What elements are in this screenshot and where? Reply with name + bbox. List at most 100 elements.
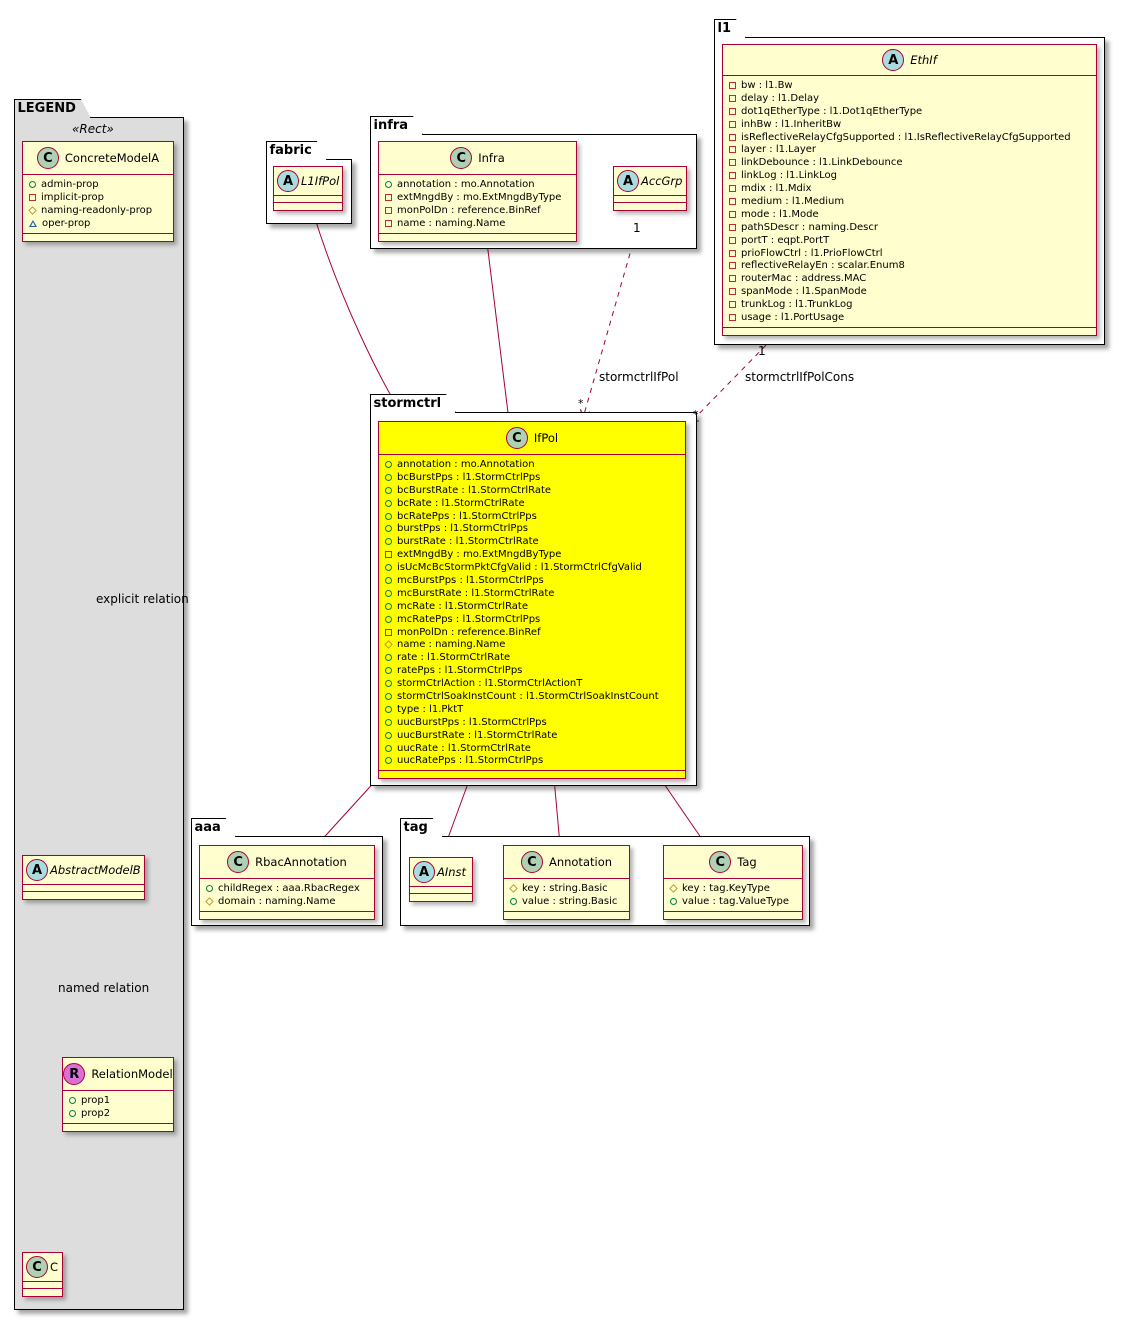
public-visibility-icon bbox=[670, 897, 677, 905]
attribute-text: domain : naming.Name bbox=[218, 895, 336, 907]
attribute-text: bcRate : l1.StormCtrlRate bbox=[397, 497, 525, 509]
class-name: EthIf bbox=[910, 53, 937, 67]
attribute-row: stormCtrlSoakInstCount : l1.StormCtrlSoa… bbox=[385, 690, 681, 703]
private-visibility-icon bbox=[729, 94, 736, 102]
private-visibility-icon bbox=[729, 185, 736, 193]
package-label: stormctrl bbox=[370, 394, 457, 413]
attribute-list bbox=[23, 885, 144, 892]
private-visibility-icon bbox=[729, 262, 736, 270]
class-name: AccGrp bbox=[641, 174, 683, 188]
attribute-row: delay : l1.Delay bbox=[729, 92, 1092, 105]
abstract-class-icon: A bbox=[277, 170, 299, 192]
private-visibility-icon bbox=[385, 551, 392, 559]
attribute-row: oper-prop bbox=[29, 217, 169, 230]
attribute-row: mcRatePps : l1.StormCtrlPps bbox=[385, 613, 681, 626]
attribute-text: uucBurstRate : l1.StormCtrlRate bbox=[397, 729, 558, 741]
attribute-row: name : naming.Name bbox=[385, 217, 572, 230]
attribute-row: pathSDescr : naming.Descr bbox=[729, 221, 1092, 234]
private-visibility-icon bbox=[729, 133, 736, 141]
attribute-row: uucBurstPps : l1.StormCtrlPps bbox=[385, 716, 681, 729]
attribute-text: stormCtrlSoakInstCount : l1.StormCtrlSoa… bbox=[397, 690, 659, 702]
attribute-row: monPolDn : reference.BinRef bbox=[385, 204, 572, 217]
public-visibility-icon bbox=[385, 180, 392, 188]
attribute-row: layer : l1.Layer bbox=[729, 143, 1092, 156]
public-visibility-icon bbox=[385, 525, 392, 533]
legend-stereotype: «Rect» bbox=[72, 122, 114, 136]
attribute-text: usage : l1.PortUsage bbox=[741, 311, 845, 323]
attribute-row: annotation : mo.Annotation bbox=[385, 178, 572, 191]
named-relation-label: named relation bbox=[58, 981, 150, 995]
attribute-text: naming-readonly-prop bbox=[41, 204, 153, 216]
attribute-text: inhBw : l1.InheritBw bbox=[741, 118, 842, 130]
public-visibility-icon bbox=[385, 718, 392, 726]
attribute-list bbox=[410, 887, 472, 894]
public-visibility-icon bbox=[385, 576, 392, 584]
attribute-row: burstRate : l1.StormCtrlRate bbox=[385, 535, 681, 548]
attribute-text: uucRate : l1.StormCtrlRate bbox=[397, 742, 531, 754]
public-visibility-icon bbox=[385, 460, 392, 468]
attribute-text: annotation : mo.Annotation bbox=[397, 178, 535, 190]
method-list bbox=[63, 1124, 173, 1131]
attribute-row: mcBurstRate : l1.StormCtrlRate bbox=[385, 587, 681, 600]
abstract-class-icon: A bbox=[882, 49, 905, 71]
attribute-row: usage : l1.PortUsage bbox=[729, 311, 1092, 324]
attribute-text: monPolDn : reference.BinRef bbox=[397, 204, 541, 216]
attribute-text: dot1qEtherType : l1.Dot1qEtherType bbox=[741, 105, 923, 117]
method-list bbox=[23, 892, 144, 899]
attribute-row: linkLog : l1.LinkLog bbox=[729, 169, 1092, 182]
method-list bbox=[200, 912, 374, 919]
attribute-row: ratePps : l1.StormCtrlPps bbox=[385, 664, 681, 677]
attribute-text: bcRatePps : l1.StormCtrlPps bbox=[397, 510, 537, 522]
attribute-text: mcRate : l1.StormCtrlRate bbox=[397, 600, 529, 612]
attribute-row: value : tag.ValueType bbox=[670, 895, 798, 908]
private-visibility-icon bbox=[385, 206, 392, 214]
private-visibility-icon bbox=[729, 81, 736, 89]
attribute-text: reflectiveRelayEn : scalar.Enum8 bbox=[741, 260, 905, 272]
attribute-row: bcRate : l1.StormCtrlRate bbox=[385, 497, 681, 510]
attribute-row: value : string.Basic bbox=[510, 895, 625, 908]
class-icon: C bbox=[26, 1256, 48, 1278]
attribute-text: mdix : l1.Mdix bbox=[741, 183, 812, 195]
public-visibility-icon bbox=[385, 757, 392, 765]
public-visibility-icon bbox=[385, 602, 392, 610]
attribute-text: prop2 bbox=[81, 1107, 111, 1119]
class-name: Tag bbox=[737, 855, 757, 869]
public-visibility-icon bbox=[385, 680, 392, 688]
abstract-class-icon: A bbox=[26, 859, 48, 881]
package-label: tag bbox=[400, 818, 443, 837]
class-name: AbstractModelB bbox=[50, 863, 141, 877]
public-visibility-icon bbox=[29, 180, 36, 188]
attribute-row: rate : l1.StormCtrlRate bbox=[385, 651, 681, 664]
composition-rbac bbox=[316, 770, 385, 846]
attribute-text: linkDebounce : l1.LinkDebounce bbox=[741, 157, 903, 169]
public-visibility-icon bbox=[385, 473, 392, 481]
private-visibility-icon bbox=[385, 219, 392, 227]
relation-class-icon: R bbox=[63, 1063, 86, 1085]
class-icon: C bbox=[505, 427, 528, 449]
attribute-text: value : tag.ValueType bbox=[682, 895, 790, 907]
attribute-text: mcBurstPps : l1.StormCtrlPps bbox=[397, 574, 544, 586]
class-icon: C bbox=[709, 851, 732, 873]
private-visibility-icon bbox=[729, 107, 736, 115]
attribute-text: implicit-prop bbox=[41, 191, 104, 203]
protected-visibility-icon bbox=[509, 884, 518, 893]
attribute-row: prop1 bbox=[69, 1094, 169, 1107]
attribute-text: bcBurstPps : l1.StormCtrlPps bbox=[397, 471, 541, 483]
method-list bbox=[664, 912, 802, 919]
attribute-text: extMngdBy : mo.ExtMngdByType bbox=[397, 191, 562, 203]
attribute-row: portT : eqpt.PortT bbox=[729, 234, 1092, 247]
attribute-row: reflectiveRelayEn : scalar.Enum8 bbox=[729, 259, 1092, 272]
private-visibility-icon bbox=[729, 223, 736, 231]
public-visibility-icon bbox=[385, 731, 392, 739]
